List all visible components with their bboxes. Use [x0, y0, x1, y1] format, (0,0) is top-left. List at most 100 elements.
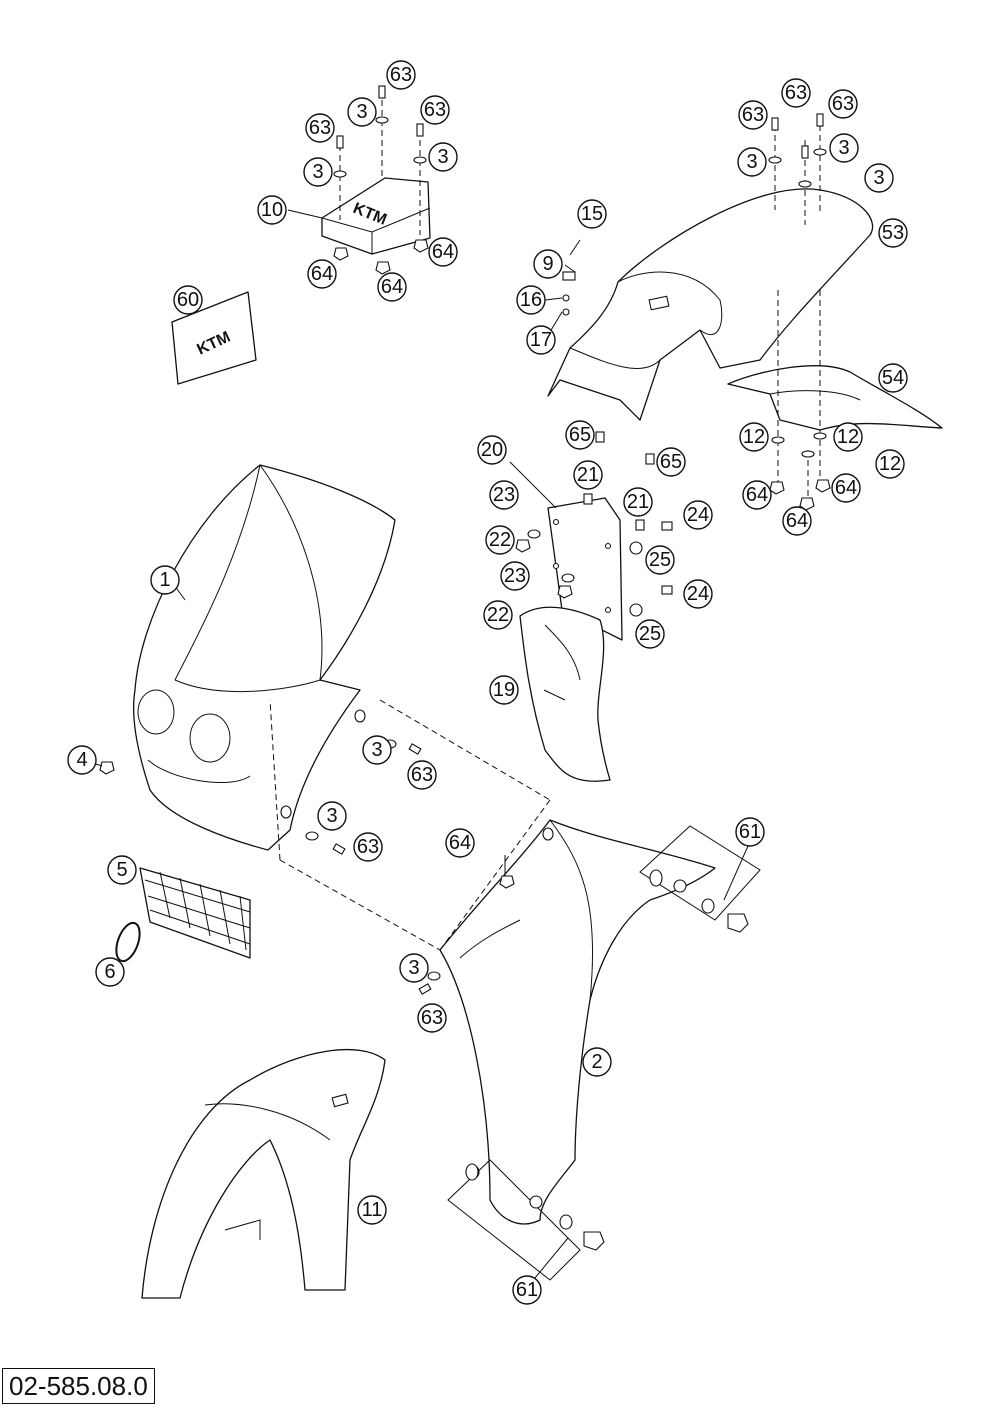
svg-text:21: 21 [627, 491, 649, 513]
callout-1: 1 [150, 565, 180, 595]
svg-text:53: 53 [882, 222, 904, 244]
callout-12: 12 [875, 449, 905, 479]
callout-21: 21 [573, 460, 603, 490]
callout-54: 54 [878, 363, 908, 393]
svg-text:24: 24 [687, 504, 709, 526]
svg-text:12: 12 [743, 426, 765, 448]
fairing-panel-hardware [418, 799, 761, 1281]
rear-fender-extension-part [727, 365, 943, 431]
callout-3: 3 [399, 953, 429, 983]
callout-4: 4 [67, 745, 97, 775]
callout-60: 60 [173, 285, 203, 315]
svg-text:2: 2 [591, 1051, 602, 1073]
tank-pad-part: KTM [321, 177, 431, 255]
callout-63: 63 [738, 100, 768, 130]
callout-63: 63 [417, 1003, 447, 1033]
svg-text:22: 22 [487, 604, 509, 626]
callout-17: 17 [526, 325, 556, 355]
svg-text:6: 6 [104, 961, 115, 983]
svg-text:17: 17 [530, 329, 552, 351]
callout-64: 64 [742, 480, 772, 510]
svg-text:12: 12 [879, 453, 901, 475]
fairing-panel-part [439, 819, 716, 1225]
rear-fender-extension-hardware [769, 290, 831, 511]
svg-text:63: 63 [390, 64, 412, 86]
callout-65: 65 [656, 447, 686, 477]
svg-text:63: 63 [832, 93, 854, 115]
number-plate-hardware [515, 493, 673, 617]
callout-9: 9 [533, 249, 563, 279]
callout-64: 64 [831, 473, 861, 503]
callout-3: 3 [303, 157, 333, 187]
svg-text:4: 4 [76, 749, 87, 771]
svg-text:63: 63 [411, 764, 433, 786]
svg-text:3: 3 [326, 805, 337, 827]
callout-63: 63 [781, 78, 811, 108]
svg-text:11: 11 [362, 1199, 383, 1221]
svg-text:3: 3 [838, 137, 849, 159]
front-fender-part [141, 1049, 386, 1299]
callout-53: 53 [878, 218, 908, 248]
callout-63: 63 [420, 95, 450, 125]
svg-text:64: 64 [835, 477, 857, 499]
callout-22: 22 [485, 525, 515, 555]
svg-text:61: 61 [739, 821, 761, 843]
svg-text:63: 63 [785, 82, 807, 104]
svg-text:23: 23 [504, 565, 526, 587]
tank-pad-hardware [333, 85, 429, 275]
callout-19: 19 [489, 675, 519, 705]
svg-text:3: 3 [746, 151, 757, 173]
callout-61: 61 [735, 817, 765, 847]
callout-64: 64 [445, 828, 475, 858]
svg-text:65: 65 [660, 451, 682, 473]
callout-3: 3 [317, 801, 347, 831]
callout-63: 63 [353, 832, 383, 862]
svg-text:63: 63 [421, 1007, 443, 1029]
svg-text:3: 3 [356, 101, 367, 123]
svg-text:15: 15 [581, 203, 603, 225]
svg-text:25: 25 [649, 549, 671, 571]
svg-text:3: 3 [371, 739, 382, 761]
svg-text:9: 9 [542, 253, 553, 275]
svg-text:22: 22 [489, 529, 511, 551]
callout-22: 22 [483, 600, 513, 630]
rear-fender-hardware [562, 113, 827, 465]
callout-63: 63 [407, 760, 437, 790]
callout-64: 64 [782, 506, 812, 536]
callout-63: 63 [386, 60, 416, 90]
o-ring-part [115, 921, 141, 963]
svg-text:54: 54 [882, 367, 904, 389]
decal-part: KTM [171, 291, 257, 385]
svg-text:65: 65 [569, 424, 591, 446]
headlight-mask-part [133, 464, 396, 851]
svg-text:63: 63 [309, 117, 331, 139]
svg-text:64: 64 [381, 276, 403, 298]
callout-24: 24 [683, 500, 713, 530]
svg-text:24: 24 [687, 583, 709, 605]
rear-fender-part [547, 188, 874, 421]
callout-10: 10 [257, 195, 287, 225]
svg-text:64: 64 [786, 510, 808, 532]
grille-part [139, 867, 251, 959]
callout-3: 3 [428, 142, 458, 172]
svg-text:63: 63 [424, 99, 446, 121]
callouts: 1 2 3 3 3 3 3 3 3 3 3 4 5 6 9 10 11 12 1… [67, 60, 908, 1305]
mudflap-part [519, 606, 611, 782]
svg-text:63: 63 [742, 104, 764, 126]
svg-text:63: 63 [357, 836, 379, 858]
callout-12: 12 [739, 422, 769, 452]
callout-20: 20 [477, 435, 507, 465]
svg-text:23: 23 [493, 484, 515, 506]
callout-23: 23 [500, 561, 530, 591]
svg-text:3: 3 [873, 167, 884, 189]
svg-text:10: 10 [261, 199, 283, 221]
callout-64: 64 [428, 237, 458, 267]
svg-text:64: 64 [432, 241, 454, 263]
svg-text:64: 64 [311, 263, 333, 285]
document-code-label: 02-585.08.0 [2, 1368, 155, 1404]
svg-text:12: 12 [837, 426, 859, 448]
callout-21: 21 [623, 487, 653, 517]
callout-3: 3 [829, 133, 859, 163]
